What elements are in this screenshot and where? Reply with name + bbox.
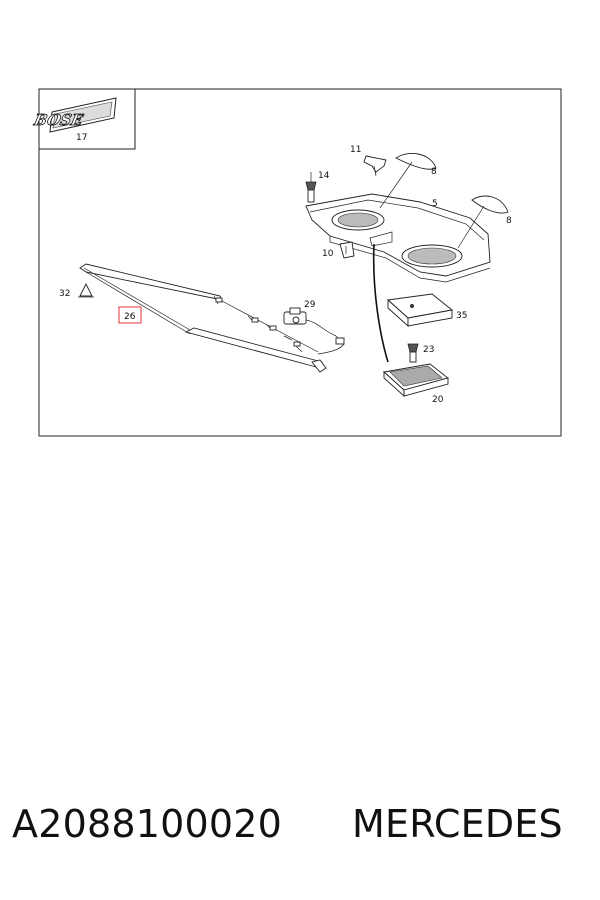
part-number: A2088100020 — [12, 802, 282, 846]
bracket-10[interactable] — [339, 241, 355, 259]
callout-11: 11 — [350, 145, 361, 155]
clip-32[interactable] — [78, 282, 94, 298]
callout-20: 20 — [432, 395, 444, 405]
speaker-grille-8b[interactable] — [457, 195, 509, 249]
block-35[interactable] — [386, 293, 454, 328]
callout-26-highlight[interactable]: 26 — [118, 306, 142, 324]
callout-5: 5 — [432, 199, 438, 209]
callout-8-lower: 8 — [506, 216, 512, 226]
callout-29: 29 — [304, 300, 316, 310]
clip-11[interactable] — [363, 155, 387, 177]
caption-bar: A2088100020 MERCEDES — [0, 802, 600, 862]
callout-26: 26 — [124, 312, 136, 322]
callout-10: 10 — [322, 249, 334, 259]
diagram-frame — [38, 88, 562, 437]
motor-29[interactable] — [283, 307, 345, 345]
callout-23: 23 — [423, 345, 434, 355]
brand-name: MERCEDES — [352, 802, 563, 846]
rear-shelf-5[interactable] — [305, 193, 491, 283]
tray-20[interactable] — [383, 363, 449, 398]
callout-35: 35 — [456, 311, 467, 321]
leader-line-shelf-tray — [372, 243, 389, 363]
bose-emblem-icon: BOSE — [31, 97, 117, 133]
push-clip-23[interactable] — [407, 343, 419, 363]
inset-logo-box[interactable]: BOSE 17 — [31, 88, 136, 150]
callout-32: 32 — [59, 289, 70, 299]
callout-8-upper: 8 — [431, 167, 437, 177]
bose-logo-text: BOSE — [32, 111, 85, 129]
callout-17: 17 — [76, 133, 87, 143]
speaker-grille-8a[interactable] — [379, 152, 437, 209]
callout-14: 14 — [318, 171, 330, 181]
push-clip-14[interactable] — [305, 172, 317, 203]
roller-blind-26[interactable] — [79, 263, 345, 373]
